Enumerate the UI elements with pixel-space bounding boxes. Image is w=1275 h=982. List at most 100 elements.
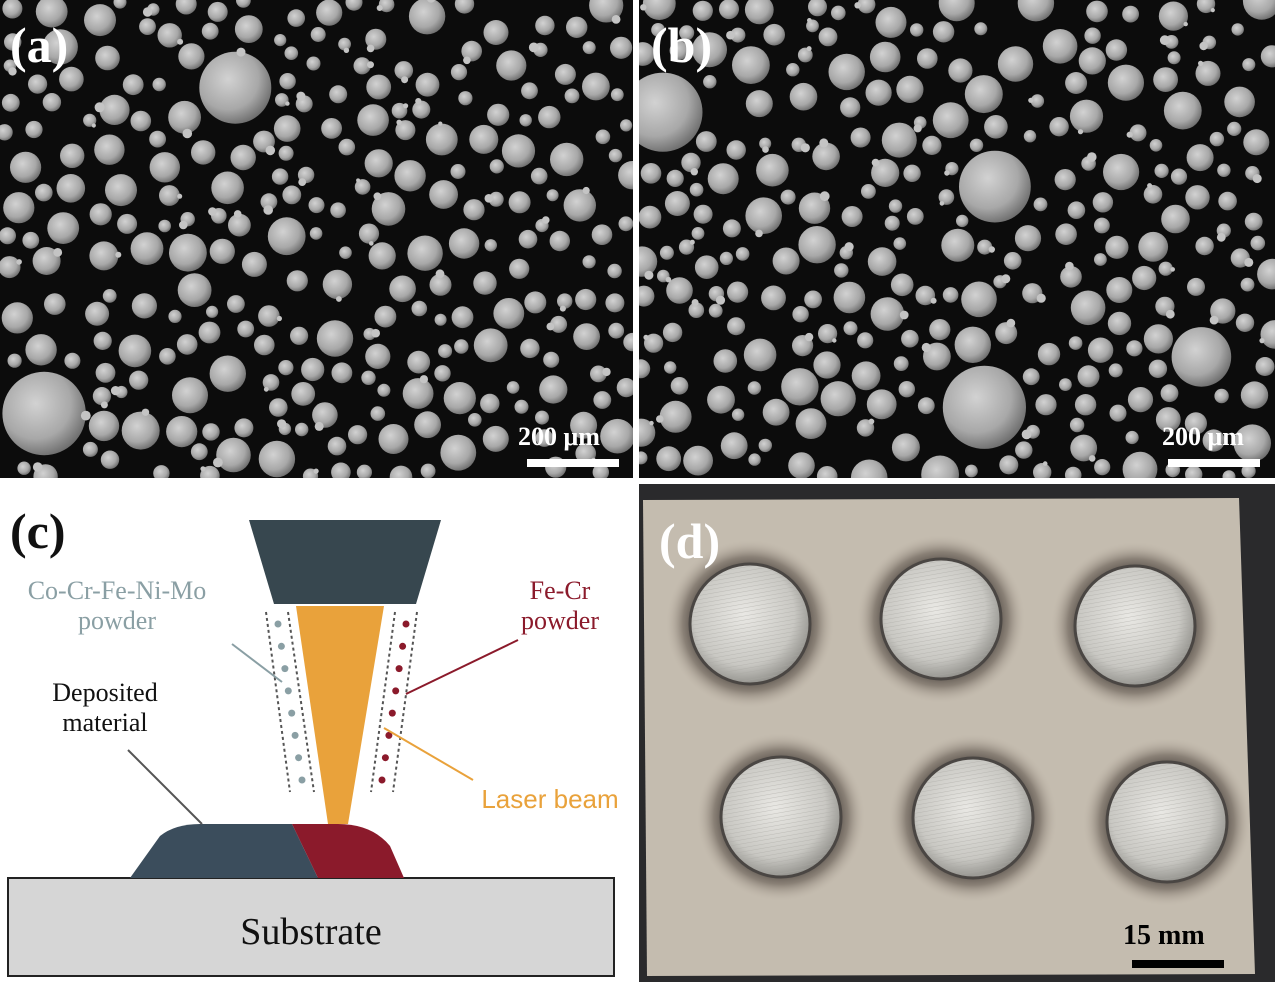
powder-particle xyxy=(582,41,596,55)
powder-particle xyxy=(1244,212,1263,231)
powder-particle xyxy=(35,0,68,28)
powder-particle xyxy=(353,57,371,75)
powder-particle xyxy=(1070,434,1098,462)
powder-particle xyxy=(1184,412,1207,435)
powder-particle xyxy=(1143,185,1163,204)
powder-particle xyxy=(420,463,436,478)
satellite-particle xyxy=(1198,60,1204,66)
satellite-particle xyxy=(285,101,290,106)
powder-particle xyxy=(519,114,532,127)
satellite-particle xyxy=(665,276,672,283)
powder-particle xyxy=(659,400,692,433)
powder-particle xyxy=(999,455,1019,475)
powder-particle xyxy=(573,323,600,350)
powder-particle xyxy=(639,205,662,229)
powder-particle xyxy=(473,271,497,295)
powder-particle xyxy=(501,134,536,168)
powder-particle xyxy=(1202,429,1225,452)
powder-particle xyxy=(100,450,120,469)
deposit-fe-cr xyxy=(292,824,404,878)
satellite-particle xyxy=(1259,338,1265,344)
powder-particle xyxy=(1084,27,1101,44)
right-channel-outer-wall xyxy=(392,611,418,793)
disc-surface-texture xyxy=(915,760,1031,876)
powder-particle xyxy=(530,167,548,185)
powder-particle xyxy=(260,193,278,211)
powder-particle xyxy=(942,365,1026,449)
powder-particle xyxy=(1155,407,1181,432)
powder-particle xyxy=(644,333,664,353)
powder-particle xyxy=(425,123,458,156)
powder-particle xyxy=(1163,91,1202,130)
powder-particles-a xyxy=(0,0,633,478)
satellite-particle xyxy=(1231,441,1236,446)
satellite-particle xyxy=(236,47,246,57)
powder-particle xyxy=(84,4,116,37)
powder-particle xyxy=(929,319,951,341)
powder-particle xyxy=(921,455,959,478)
powder-particle xyxy=(538,105,561,129)
satellite-particle xyxy=(1183,21,1188,27)
powder-particle xyxy=(1260,45,1275,68)
scale-bar-b xyxy=(1168,459,1260,467)
powder-particle xyxy=(25,120,43,139)
powder-particle xyxy=(691,227,705,240)
powder-particle xyxy=(230,144,256,171)
satellite-particle xyxy=(343,47,350,53)
powder-particle xyxy=(207,1,228,22)
powder-particle xyxy=(1126,340,1143,357)
powder-particle xyxy=(535,15,555,36)
powder-particle xyxy=(965,464,978,478)
powder-particle xyxy=(234,418,254,438)
powder-particle xyxy=(0,124,13,141)
powder-particle xyxy=(1187,277,1205,296)
powder-particle xyxy=(480,393,500,414)
powder-particle xyxy=(695,131,717,152)
label-substrate: Substrate xyxy=(240,911,382,953)
powder-particle xyxy=(234,15,263,43)
satellite-particle xyxy=(944,170,950,176)
powder-particle xyxy=(642,0,676,20)
powder-particle xyxy=(1242,58,1256,72)
satellite-particle xyxy=(807,18,812,23)
powder-particle xyxy=(366,74,392,100)
powder-particle xyxy=(1195,236,1214,256)
powder-particle xyxy=(99,94,130,125)
satellite-particle xyxy=(376,5,383,11)
powder-particle xyxy=(961,281,997,318)
satellite-particle xyxy=(611,15,621,24)
powder-particle xyxy=(434,313,447,326)
powder-particle xyxy=(309,227,323,240)
satellite-particle xyxy=(177,193,183,199)
powder-particle xyxy=(840,97,861,118)
satellite-particle xyxy=(921,342,931,353)
label-deposited-line2: material xyxy=(62,708,148,737)
powder-dot xyxy=(388,709,396,717)
satellite-particle xyxy=(546,322,555,331)
powder-particle xyxy=(321,117,342,139)
powder-particle xyxy=(679,25,695,41)
powder-particle xyxy=(1170,168,1188,185)
powder-particle xyxy=(1242,0,1275,20)
powder-particle xyxy=(1132,265,1157,291)
powder-particle xyxy=(1023,130,1037,143)
satellite-particle xyxy=(854,2,861,9)
powder-particle xyxy=(271,168,289,185)
leader-fe-cr xyxy=(405,639,519,695)
powder-particle xyxy=(745,197,782,234)
label-co-cr-fe-ni-mo-powder: Co-Cr-Fe-Ni-Mo powder xyxy=(4,576,230,636)
satellite-particle xyxy=(1001,274,1011,284)
powder-particle xyxy=(202,423,220,441)
powder-particle xyxy=(812,142,840,171)
powder-particle xyxy=(85,301,110,326)
powder-particle xyxy=(974,22,988,36)
powder-particle xyxy=(744,0,774,25)
powder-particle xyxy=(1107,64,1144,101)
powder-particle xyxy=(374,305,397,328)
powder-particle xyxy=(267,217,306,256)
satellite-particle xyxy=(755,229,763,238)
powder-particle xyxy=(448,228,480,259)
satellite-particle xyxy=(1244,257,1254,267)
powder-particle xyxy=(47,212,80,245)
powder-particle xyxy=(557,293,573,309)
